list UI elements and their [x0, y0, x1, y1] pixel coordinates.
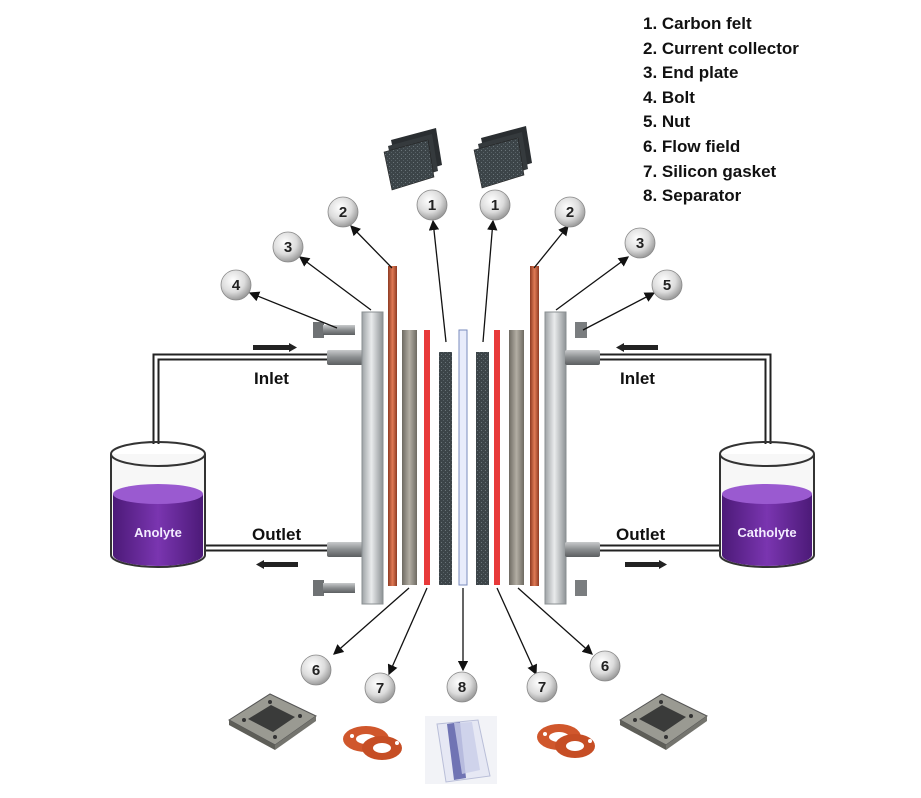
svg-text:2: 2	[339, 204, 347, 221]
gasket-photo-left	[343, 726, 402, 760]
anolyte-tank: Anolyte	[110, 441, 206, 568]
outlet-left-arrow-icon	[256, 560, 298, 569]
current-collector-left	[388, 266, 397, 586]
callout-4: 4	[220, 269, 252, 301]
callout-2-left: 2	[327, 196, 359, 228]
callout-7-right: 7	[526, 671, 558, 703]
outlet-right-arrow-icon	[625, 560, 667, 569]
separator-membrane	[458, 329, 468, 586]
legend-item-end-plate: 3. End plate	[643, 63, 739, 83]
inlet-right-arrow-icon	[616, 343, 658, 352]
svg-text:7: 7	[538, 679, 546, 696]
inlet-fitting-left	[327, 350, 363, 365]
legend-item-bolt: 4. Bolt	[643, 87, 695, 107]
gasket-right	[494, 330, 500, 585]
inlet-fitting-right	[565, 350, 600, 365]
svg-text:5: 5	[663, 277, 671, 294]
callout-1-left: 1	[416, 189, 448, 221]
flow-field-right	[509, 330, 524, 585]
svg-text:6: 6	[601, 658, 609, 675]
legend-item-flow-field: 6. Flow field	[643, 136, 741, 156]
legend-item-separator: 8. Separator	[643, 186, 742, 206]
callout-2-right: 2	[554, 196, 586, 228]
carbon-felt-left	[439, 352, 452, 585]
flow-arrows	[253, 343, 667, 569]
nut-bottom-right	[575, 580, 587, 596]
bolt-bottom-left	[313, 580, 355, 596]
flow-field-left	[402, 330, 417, 585]
carbon-felt-photo-left	[383, 128, 442, 191]
carbon-felt-right	[476, 352, 489, 585]
legend-item-carbon-felt: 1. Carbon felt	[643, 14, 752, 33]
current-collector-right	[530, 266, 539, 586]
inlet-right-label: Inlet	[620, 369, 655, 388]
leader-arrows	[248, 219, 656, 676]
outlet-fitting-right	[565, 542, 600, 557]
flow-field-photo-left	[228, 693, 317, 750]
nut-top-right	[575, 322, 587, 338]
end-plate-right	[544, 311, 567, 605]
end-plate-left	[361, 311, 384, 605]
gasket-photo-right	[537, 724, 595, 758]
catholyte-label: Catholyte	[737, 525, 796, 540]
catholyte-tank: Catholyte	[719, 441, 815, 568]
inlet-left-arrow-icon	[253, 343, 297, 352]
flow-field-photo-right	[619, 693, 708, 750]
callout-1-right: 1	[479, 189, 511, 221]
outlet-right-label: Outlet	[616, 525, 665, 544]
callout-markers: 1 1 2 2 3 3 4	[220, 189, 683, 704]
svg-text:2: 2	[566, 204, 574, 221]
legend-item-silicon-gasket: 7. Silicon gasket	[643, 161, 777, 181]
svg-text:1: 1	[491, 197, 499, 214]
callout-6-left: 6	[300, 654, 332, 686]
callout-5: 5	[651, 269, 683, 301]
outlet-fitting-left	[327, 542, 363, 557]
callout-6-right: 6	[589, 650, 621, 682]
legend-item-nut: 5. Nut	[643, 112, 691, 132]
callout-8: 8	[446, 671, 478, 703]
legend-item-current-collector: 2. Current collector	[643, 38, 799, 58]
svg-text:1: 1	[428, 197, 436, 214]
legend: 1. Carbon felt 2. Current collector 3. E…	[643, 12, 799, 209]
svg-text:3: 3	[636, 235, 644, 252]
separator-photo	[425, 716, 497, 784]
piping	[152, 353, 772, 552]
svg-text:3: 3	[284, 239, 292, 256]
callout-7-left: 7	[364, 672, 396, 704]
cell-stack	[313, 266, 600, 605]
svg-text:8: 8	[458, 679, 466, 696]
svg-text:7: 7	[376, 680, 384, 697]
carbon-felt-photo-right	[473, 126, 532, 189]
gasket-left	[424, 330, 430, 585]
bolt-top-left	[313, 322, 355, 338]
callout-3-right: 3	[624, 227, 656, 259]
outlet-left-label: Outlet	[252, 525, 301, 544]
callout-3-left: 3	[272, 231, 304, 263]
svg-text:4: 4	[232, 277, 241, 294]
anolyte-label: Anolyte	[134, 525, 182, 540]
svg-text:6: 6	[312, 662, 320, 679]
inlet-left-label: Inlet	[254, 369, 289, 388]
